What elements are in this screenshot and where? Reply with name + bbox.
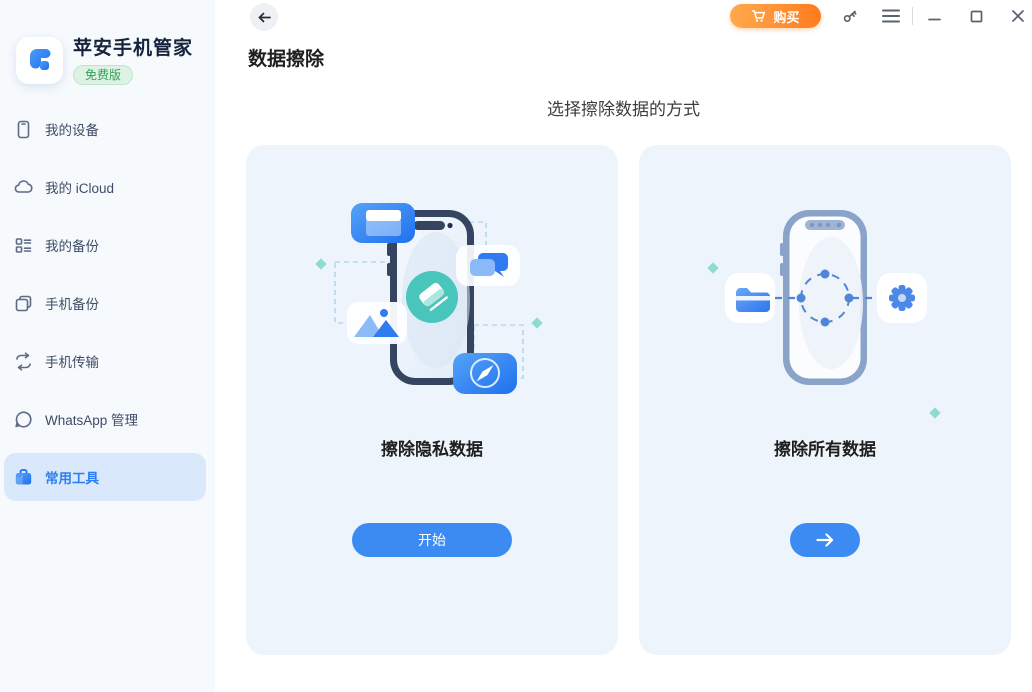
app-brand: 苹安手机管家 免费版 [16,37,193,85]
minimize-icon [927,18,941,20]
teal-diamond [929,407,941,419]
teal-diamond [707,262,719,274]
close-button[interactable] [1007,5,1029,27]
sidebar-item-phone-backup[interactable]: 手机备份 [0,274,215,332]
buy-button-label: 购买 [773,9,800,25]
safari-app-icon [453,353,517,394]
free-version-badge: 免费版 [73,65,134,85]
sidebar-item-label: WhatsApp 管理 [45,413,139,428]
menu-button[interactable] [881,6,901,26]
maximize-button[interactable] [965,5,987,27]
sidebar-nav: 我的设备 我的 iCloud 我的备份 手机备份 [0,100,215,506]
sidebar-item-whatsapp[interactable]: WhatsApp 管理 [0,390,215,448]
start-button-label: 开始 [418,532,446,548]
maximize-icon [970,10,982,22]
sidebar-item-label: 我的 iCloud [45,181,115,196]
phone-backup-icon [15,295,32,311]
main-content: 购买 数据擦除 选择擦除数据的方式 [215,0,1032,692]
sidebar-item-label: 我的备份 [45,239,99,254]
sidebar-item-my-backups[interactable]: 我的备份 [0,216,215,274]
erase-all-data-illustration [707,210,941,419]
app-title: 苹安手机管家 [73,38,194,59]
sidebar: 苹安手机管家 免费版 我的设备 我的 iCloud [0,0,215,692]
page-title: 数据擦除 [248,49,325,70]
transfer-icon [16,351,31,371]
start-button[interactable]: 开始 [352,523,512,557]
card-title: 擦除隐私数据 [381,440,483,459]
erase-private-data-illustration [315,203,543,394]
page-subtitle: 选择擦除数据的方式 [547,100,700,119]
sidebar-item-my-icloud[interactable]: 我的 iCloud [0,158,215,216]
wallet-app-icon [351,203,415,243]
sidebar-item-common-tools[interactable]: 常用工具 [4,453,206,501]
card-erase-all-data[interactable]: 擦除所有数据 [639,145,1011,655]
back-arrow-icon [258,12,271,22]
register-key-button[interactable] [840,6,860,26]
sidebar-item-my-devices[interactable]: 我的设备 [0,100,215,158]
folder-icon [725,273,775,323]
sidebar-item-phone-transfer[interactable]: 手机传输 [0,332,215,390]
titlebar-controls: 购买 [730,0,1032,32]
photos-app-icon [347,302,407,344]
cart-icon [752,10,766,22]
app-logo-icon [16,37,63,84]
sidebar-item-label: 手机传输 [45,355,99,370]
sidebar-item-label: 手机备份 [45,297,99,312]
messages-app-icon [456,245,520,286]
back-button[interactable] [250,3,278,31]
card-title: 擦除所有数据 [774,440,876,459]
sidebar-item-label: 我的设备 [45,123,99,138]
eraser-badge-icon [406,271,458,323]
go-arrow-button[interactable] [790,523,860,557]
titlebar-divider [912,7,913,25]
close-icon [1012,10,1024,22]
arrow-right-icon [816,533,834,547]
hamburger-menu-icon [882,9,900,23]
toolbox-icon [15,468,32,484]
card-erase-private-data[interactable]: 擦除隐私数据 开始 [246,145,618,655]
backup-list-icon [15,237,32,253]
sidebar-item-label: 常用工具 [45,471,99,486]
phone-illustration [780,210,867,385]
cloud-icon [14,179,33,193]
device-icon [17,120,30,138]
gear-icon [877,273,927,323]
teal-diamond [531,317,543,329]
key-icon [843,10,857,23]
teal-diamond [315,258,327,270]
chat-bubble-icon [15,410,32,428]
buy-button[interactable]: 购买 [730,4,821,28]
minimize-button[interactable] [923,5,945,27]
